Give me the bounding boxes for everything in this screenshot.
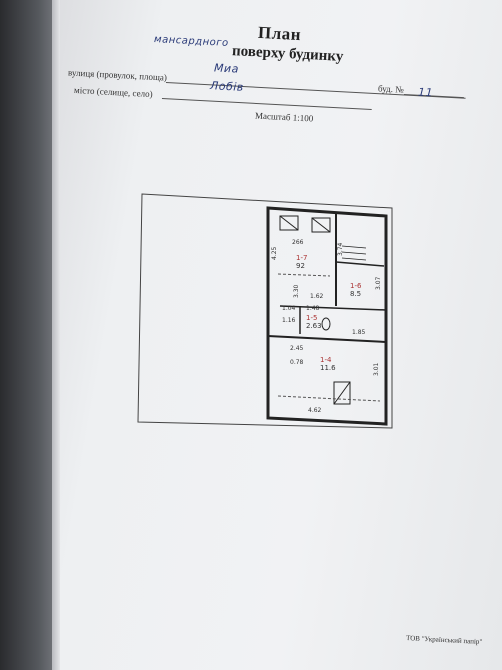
room-1-6-label: 1-6 [350,282,362,290]
room-1-4-area: 11.6 [320,364,336,372]
room-1-7-label: 1-7 [296,254,307,262]
room-1-5-width: 1.62 [310,293,324,300]
dim-3: 1.48 [306,305,320,312]
dim-8: 3.30 [293,284,300,298]
dim-7: 0.78 [290,359,304,366]
city-value: Лобів [209,79,245,94]
floor-plan: 1-7 92 266 4.25 1-6 8.5 3.07 1-5 2.63 1.… [137,193,393,429]
room-1-7-width: 266 [292,239,304,246]
wall-horizontal [267,335,387,343]
street-value: Миа [213,61,240,76]
plan-frame [137,193,393,429]
house-value: 11 [417,85,434,100]
dim-2: 1.04 [282,305,296,312]
dashed-line-1 [277,273,331,277]
wall-bath [335,261,385,267]
wall-hall [279,305,387,311]
roof-window-2 [311,217,331,233]
roof-window-3 [333,381,351,405]
page-edge [52,0,60,670]
room-1-5-area: 2.63 [306,322,322,330]
room-1-6-height: 3.07 [375,276,382,290]
room-1-6-area: 8.5 [350,290,361,298]
document-page [52,0,502,670]
dim-1: 1.85 [352,329,366,336]
room-1-4-label: 1-4 [320,356,332,364]
dim-9: 3.74 [337,242,344,256]
stairs [341,245,367,261]
roof-window-1 [279,215,299,231]
dashed-line-2 [277,395,381,402]
room-1-7-height: 4.25 [271,246,278,260]
dim-5: 4.62 [308,407,322,414]
dim-6: 3.01 [373,362,380,376]
house-label: буд. № [377,83,405,95]
page-title: План [257,22,302,45]
building-outline [266,206,388,426]
dim-4: 1.16 [282,317,296,324]
room-1-7-area: 92 [296,262,305,270]
toilet-icon [321,317,331,331]
room-1-4-width: 2.45 [290,345,304,352]
room-1-5-label: 1-5 [306,314,317,322]
